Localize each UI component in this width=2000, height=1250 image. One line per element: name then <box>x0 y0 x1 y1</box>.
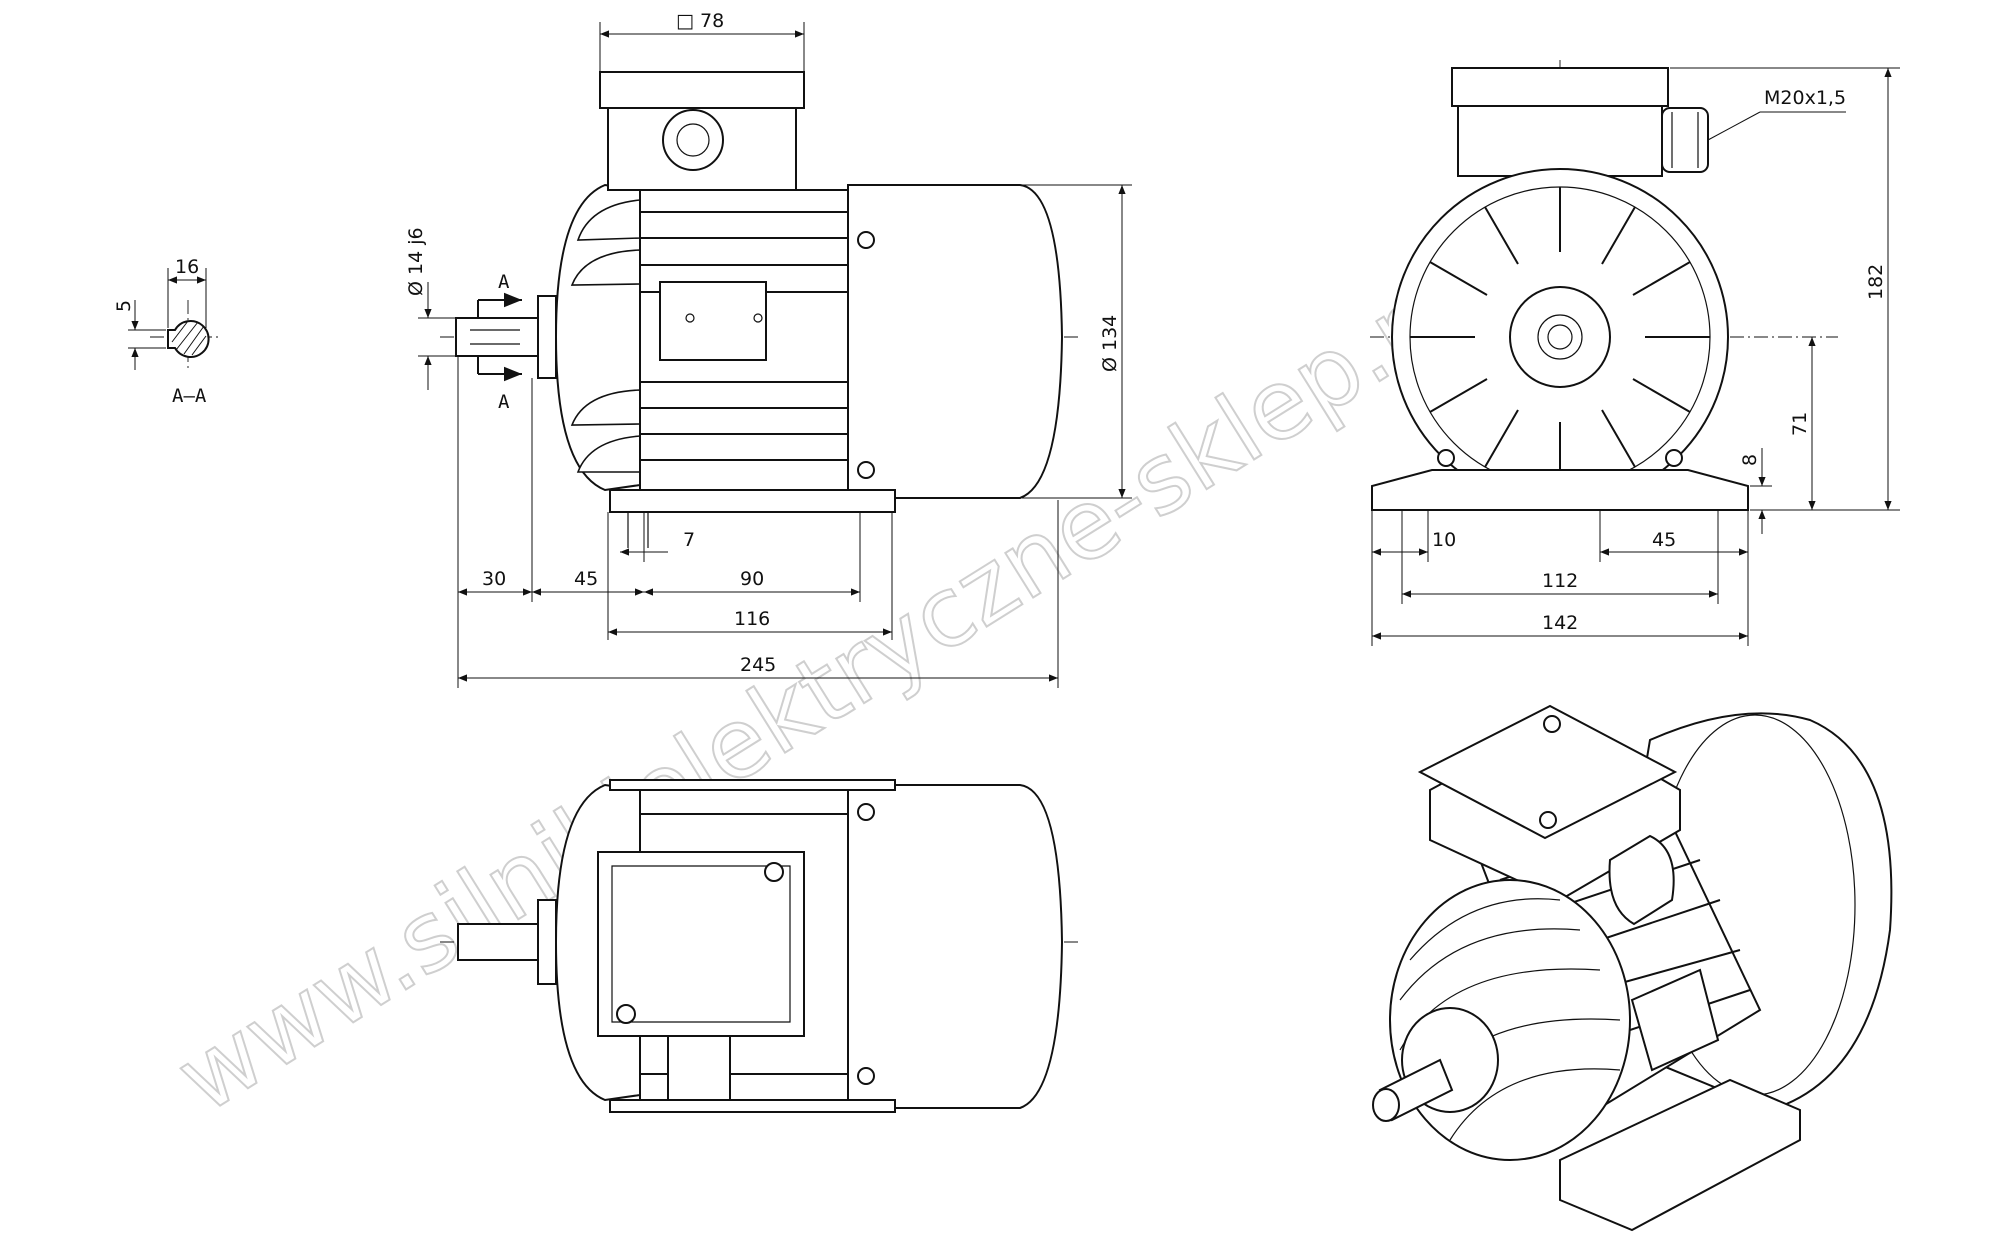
section-mark-bottom: A <box>498 391 510 413</box>
end-hub <box>1509 286 1611 388</box>
iso-terminal-box-lid <box>1417 704 1678 840</box>
dim-shaft-diameter: Ø 14 j6 <box>405 227 427 296</box>
dim-axis-height: 71 <box>1789 412 1811 436</box>
terminal-box-lid <box>599 71 805 109</box>
dim-90: 90 <box>740 568 764 590</box>
foot <box>609 489 896 513</box>
screw <box>857 1067 875 1085</box>
screw <box>857 461 875 479</box>
end-view: M20x1,5 182 71 8 10 45 112 142 <box>1370 60 1900 646</box>
top-shaft <box>457 923 539 961</box>
top-terminal-box <box>597 851 805 1037</box>
dim-thread: M20x1,5 <box>1764 87 1846 109</box>
dim-7: 7 <box>683 529 695 551</box>
dim-142: 142 <box>1542 612 1578 634</box>
dim-45: 45 <box>574 568 598 590</box>
screw <box>1539 811 1557 829</box>
section-a-a: 16 5 A–A <box>113 256 222 407</box>
screw <box>616 1004 636 1024</box>
iso-foot <box>1559 1078 1801 1232</box>
top-view <box>440 779 1080 1113</box>
isometric-view <box>1372 704 1893 1232</box>
top-fan-cover <box>847 784 1064 1109</box>
screw <box>857 803 875 821</box>
dim-45-end: 45 <box>1652 529 1676 551</box>
end-cable-gland <box>1661 107 1709 173</box>
screw <box>764 862 784 882</box>
dim-245: 245 <box>740 654 776 676</box>
section-dim-width: 16 <box>175 256 199 278</box>
nameplate <box>659 281 767 361</box>
end-foot <box>1371 469 1749 511</box>
screw <box>1543 715 1561 733</box>
dim-112: 112 <box>1542 570 1578 592</box>
top-foot <box>609 779 896 791</box>
top-cable-gland <box>667 1035 731 1103</box>
shaft <box>455 317 539 357</box>
dim-foot-height: 8 <box>1739 454 1761 466</box>
end-fins <box>1410 187 1710 487</box>
iso-cable-gland <box>1608 834 1675 926</box>
dim-116: 116 <box>734 608 770 630</box>
dim-terminal-box: □ 78 <box>676 10 724 32</box>
section-mark-top: A <box>498 271 510 293</box>
fan-cover <box>847 184 1064 499</box>
dim-body-diameter: Ø 134 <box>1099 315 1121 372</box>
dim-total-height: 182 <box>1865 264 1887 300</box>
dim-30: 30 <box>482 568 506 590</box>
frame-fins <box>640 211 848 461</box>
section-dim-height: 5 <box>113 300 135 312</box>
end-terminal-box-body <box>1457 105 1663 177</box>
end-terminal-box-lid <box>1451 67 1669 107</box>
screw <box>857 231 875 249</box>
side-view: A A Ø 14 j6 □ 78 Ø 134 7 30 45 <box>405 10 1132 688</box>
dim-10: 10 <box>1432 529 1456 551</box>
cable-gland <box>662 109 724 171</box>
iso-nameplate <box>1630 968 1720 1072</box>
section-label: A–A <box>172 385 207 407</box>
front-shield-fins <box>570 199 641 473</box>
